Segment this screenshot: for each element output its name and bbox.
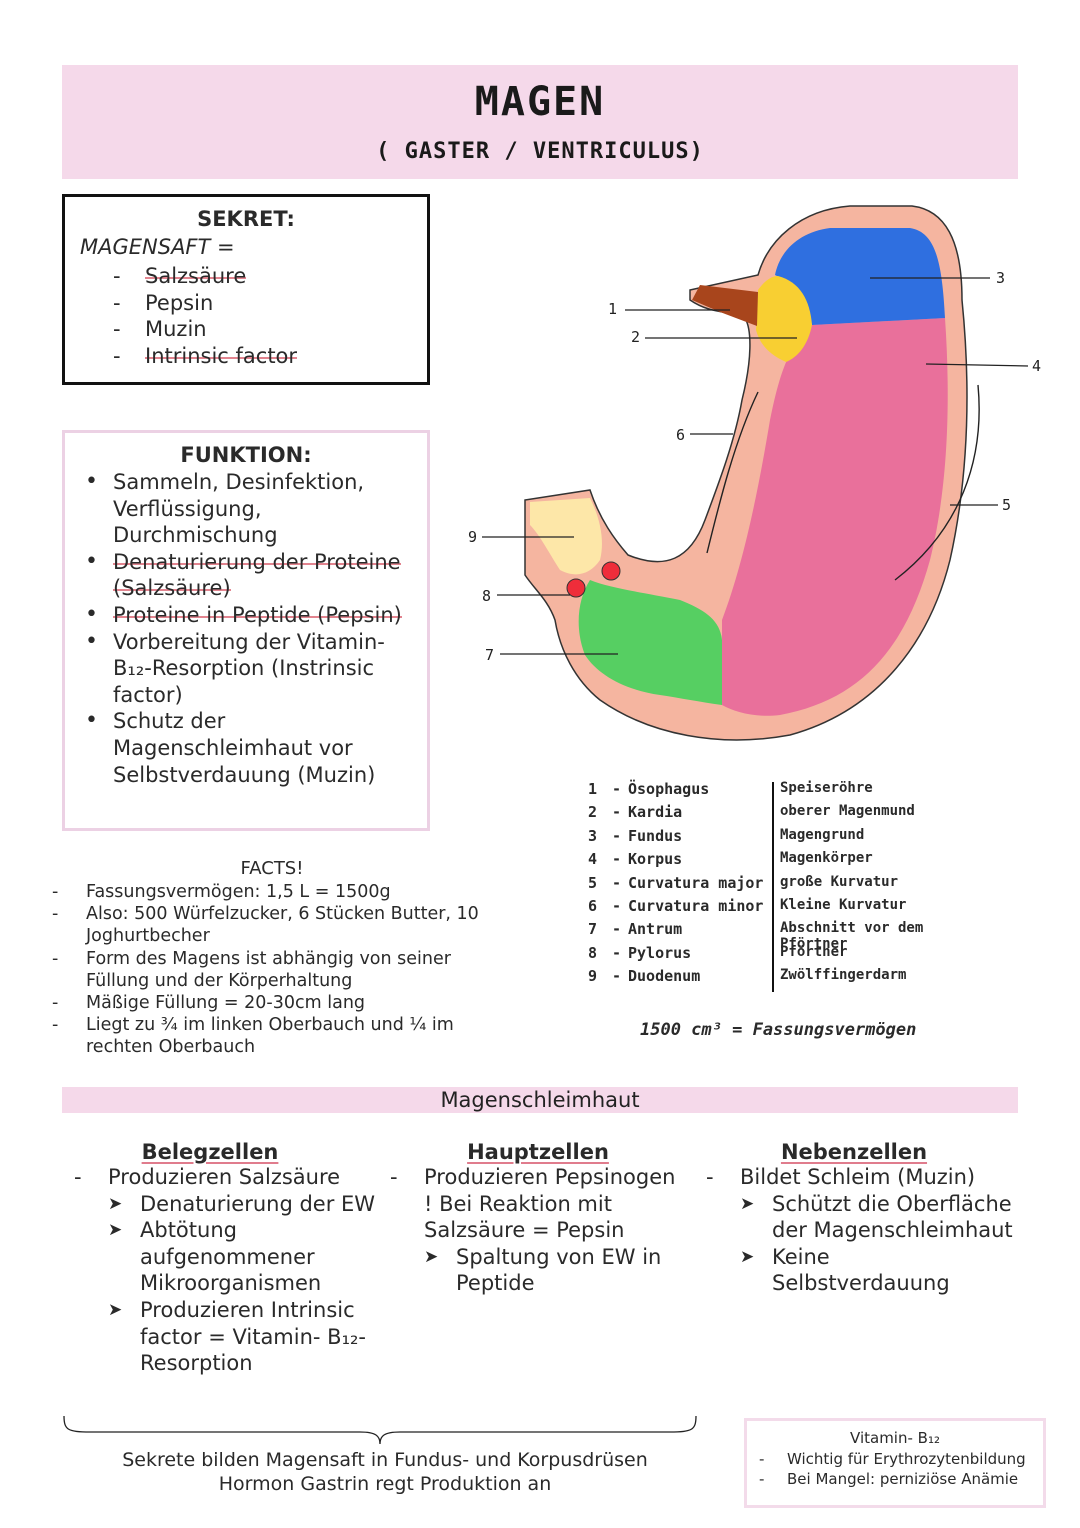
list-item: Schutz der Magenschleimhaut vor Selbstve… xyxy=(81,708,421,788)
nebenzellen-column: Nebenzellen -Bildet Schleim (Muzin) Schü… xyxy=(704,1140,1014,1297)
leader-lines xyxy=(482,277,1029,655)
schleimhaut-banner: Magenschleimhaut xyxy=(62,1087,1018,1113)
vitamin-b12-list: Wichtig für Erythrozytenbildung Bei Mang… xyxy=(759,1449,1043,1489)
diagram-label-1: 1 xyxy=(608,300,617,318)
fundus-region xyxy=(775,228,945,325)
list-item: Liegt zu ¾ im linken Oberbauch und ¼ im … xyxy=(52,1014,482,1058)
belegzellen-points: Denaturierung der EW Abtötung aufgenomme… xyxy=(70,1191,380,1377)
page-subtitle: ( GASTER / VENTRICULUS) xyxy=(376,139,704,164)
sekret-intro: MAGENSAFT = xyxy=(80,235,235,259)
diagram-label-2: 2 xyxy=(631,328,640,346)
kardia-region xyxy=(756,276,812,362)
list-item: Pepsin xyxy=(113,290,297,317)
capacity-note: 1500 cm³ = Fassungsvermögen xyxy=(640,1020,917,1040)
curvatura-major-arc xyxy=(894,384,980,581)
belegzellen-column: Belegzellen -Produzieren Salzsäure Denat… xyxy=(70,1140,380,1377)
diagram-label-7: 7 xyxy=(485,646,494,664)
list-item: Spaltung von EW in Peptide xyxy=(424,1244,698,1297)
sekret-box: SEKRET: MAGENSAFT = Salzsäure Pepsin Muz… xyxy=(62,194,430,385)
funktion-box: FUNKTION: Sammeln, Desinfektion, Verflüs… xyxy=(62,430,430,831)
vitamin-b12-box: Vitamin- B₁₂ Wichtig für Erythrozytenbil… xyxy=(744,1418,1046,1508)
list-item: Salzsäure xyxy=(113,263,297,290)
diagram-label-5: 5 xyxy=(1002,496,1011,514)
list-item: Denaturierung der EW xyxy=(108,1191,380,1218)
hauptzellen-title: Hauptzellen xyxy=(467,1140,609,1164)
page-title: MAGEN xyxy=(474,79,606,125)
list-item: Abtötung aufgenommener Mikroorganismen xyxy=(108,1217,380,1297)
sekret-heading: SEKRET: xyxy=(197,207,295,231)
hauptzellen-points: Spaltung von EW in Peptide xyxy=(388,1244,698,1297)
list-item: Mäßige Füllung = 20-30cm lang xyxy=(52,992,482,1014)
list-item: Vorbereitung der Vitamin-B₁₂-Resorption … xyxy=(81,629,421,709)
brace-icon xyxy=(63,1415,697,1445)
list-item: Wichtig für Erythrozytenbildung xyxy=(759,1449,1043,1469)
vitamin-b12-title: Vitamin- B₁₂ xyxy=(850,1429,940,1447)
duodenum-region xyxy=(530,498,602,575)
diagram-label-6: 6 xyxy=(676,426,685,444)
funktion-list: Sammeln, Desinfektion, Verflüssigung, Du… xyxy=(81,469,421,788)
list-item: Intrinsic factor xyxy=(113,343,298,370)
list-item: Also: 500 Würfelzucker, 6 Stücken Butter… xyxy=(52,903,482,947)
summary-line: Hormon Gastrin regt Produktion an xyxy=(218,1473,552,1495)
hauptzellen-note: ! Bei Reaktion mit Salzsäure = Pepsin xyxy=(424,1191,625,1243)
stomach-diagram: 1 2 3 4 5 6 7 8 9 xyxy=(468,205,1041,741)
belegzellen-lead: -Produzieren Salzsäure xyxy=(74,1165,341,1189)
schleimhaut-title: Magenschleimhaut xyxy=(440,1088,640,1112)
pylorus-dot-right xyxy=(601,561,621,581)
list-item: Produzieren Intrinsic factor = Vitamin- … xyxy=(108,1297,380,1377)
nebenzellen-points: Schützt die Oberfläche der Magenschleimh… xyxy=(704,1191,1014,1297)
oesophagus-region xyxy=(692,285,758,326)
list-item: Denaturierung der Proteine (Salzsäure) xyxy=(81,549,421,602)
antrum-region xyxy=(578,580,722,705)
pylorus-dot-left xyxy=(566,578,586,598)
list-item: Muzin xyxy=(113,316,297,343)
hauptzellen-lead: -Produzieren Pepsinogen xyxy=(390,1165,676,1189)
diagram-label-3: 3 xyxy=(996,269,1005,287)
nebenzellen-title: Nebenzellen xyxy=(780,1140,928,1164)
curvatura-minor-arc xyxy=(706,391,759,554)
summary-line: Sekrete bilden Magensaft in Fundus- und … xyxy=(122,1449,648,1471)
facts-list: Fassungsvermögen: 1,5 L = 1500g Also: 50… xyxy=(52,881,482,1059)
diagram-label-9: 9 xyxy=(468,528,477,546)
nebenzellen-lead: -Bildet Schleim (Muzin) xyxy=(706,1165,976,1189)
title-banner: MAGEN ( GASTER / VENTRICULUS) xyxy=(62,65,1018,179)
korpus-region xyxy=(722,318,948,716)
legend-divider xyxy=(772,782,774,992)
summary: Sekrete bilden Magensaft in Fundus- und … xyxy=(62,1448,708,1496)
belegzellen-title: Belegzellen xyxy=(141,1140,279,1164)
list-item: Sammeln, Desinfektion, Verflüssigung, Du… xyxy=(81,469,421,549)
hauptzellen-column: Hauptzellen -Produzieren Pepsinogen ! Be… xyxy=(388,1140,698,1297)
list-item: Form des Magens ist abhängig von seiner … xyxy=(52,948,482,992)
diagram-label-4: 4 xyxy=(1032,357,1041,375)
list-item: Schützt die Oberfläche der Magenschleimh… xyxy=(740,1191,1014,1244)
list-item: Fassungsvermögen: 1,5 L = 1500g xyxy=(52,881,482,903)
list-item: Bei Mangel: perniziöse Anämie xyxy=(759,1469,1043,1489)
funktion-heading: FUNKTION: xyxy=(180,443,312,467)
list-item: Keine Selbstverdauung xyxy=(740,1244,1014,1297)
diagram-label-8: 8 xyxy=(482,587,491,605)
sekret-list: Salzsäure Pepsin Muzin Intrinsic factor xyxy=(113,263,298,370)
list-item: Proteine in Peptide (Pepsin) xyxy=(81,602,421,629)
facts-heading: FACTS! xyxy=(240,858,304,879)
